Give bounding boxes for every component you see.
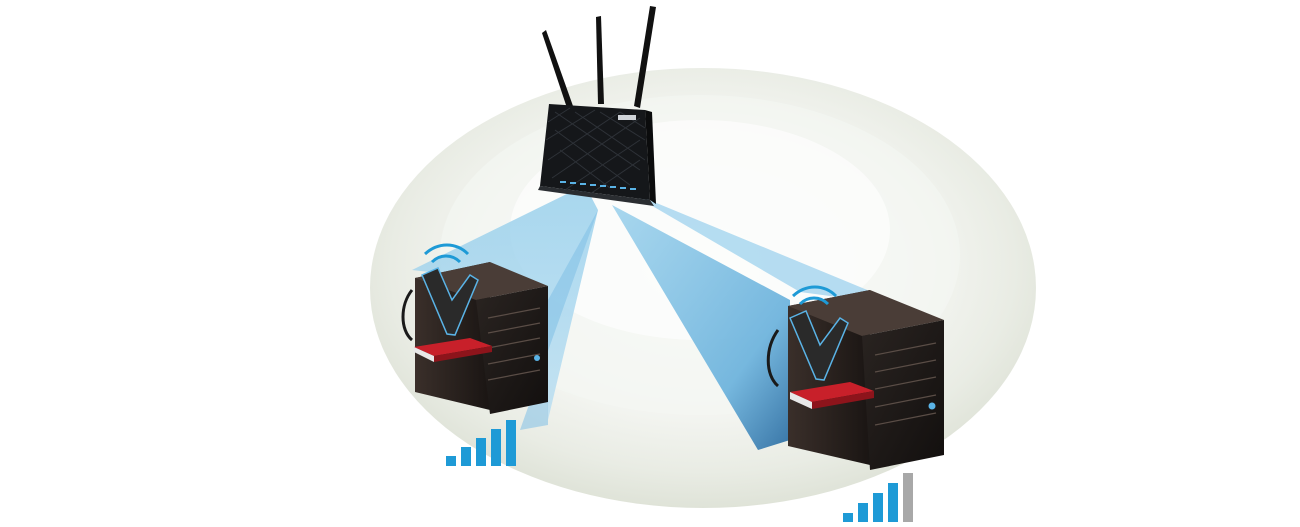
left-signal-bar-4	[491, 429, 501, 466]
left-desktop-pc	[401, 243, 548, 414]
router-antenna-middle	[596, 16, 604, 104]
left-signal-bar-1	[446, 456, 456, 466]
left-signal-bar-2	[461, 447, 471, 466]
right-pc-wireless-waves	[791, 285, 838, 306]
right-signal-bar-4	[888, 483, 898, 522]
left-pc-power-led	[534, 355, 540, 361]
left-pc-wifi-card	[414, 338, 492, 362]
right-signal-bar-5	[903, 473, 913, 522]
right-signal-strength-indicator	[843, 473, 913, 522]
left-signal-bar-5	[506, 420, 516, 466]
router-logo	[618, 115, 636, 120]
router-texture	[545, 107, 646, 195]
right-pc-power-led	[928, 402, 936, 410]
right-signal-bar-1	[843, 513, 853, 522]
router-led-indicators	[560, 181, 636, 190]
right-desktop-pc	[766, 285, 944, 470]
router	[538, 6, 656, 206]
signal-beam-right	[612, 190, 940, 450]
left-pc-antenna	[401, 267, 479, 342]
right-pc-drive-bays	[874, 342, 937, 426]
right-signal-bar-3	[873, 493, 883, 522]
left-pc-wireless-waves	[423, 243, 470, 264]
router-antenna-left	[542, 30, 573, 108]
left-signal-bar-3	[476, 438, 486, 466]
right-pc-wifi-card	[790, 382, 874, 409]
right-pc-antenna	[766, 310, 849, 388]
router-antenna-right	[634, 6, 656, 108]
right-signal-bar-2	[858, 503, 868, 522]
left-signal-strength-indicator	[446, 420, 516, 466]
left-pc-drive-bays	[487, 307, 541, 381]
